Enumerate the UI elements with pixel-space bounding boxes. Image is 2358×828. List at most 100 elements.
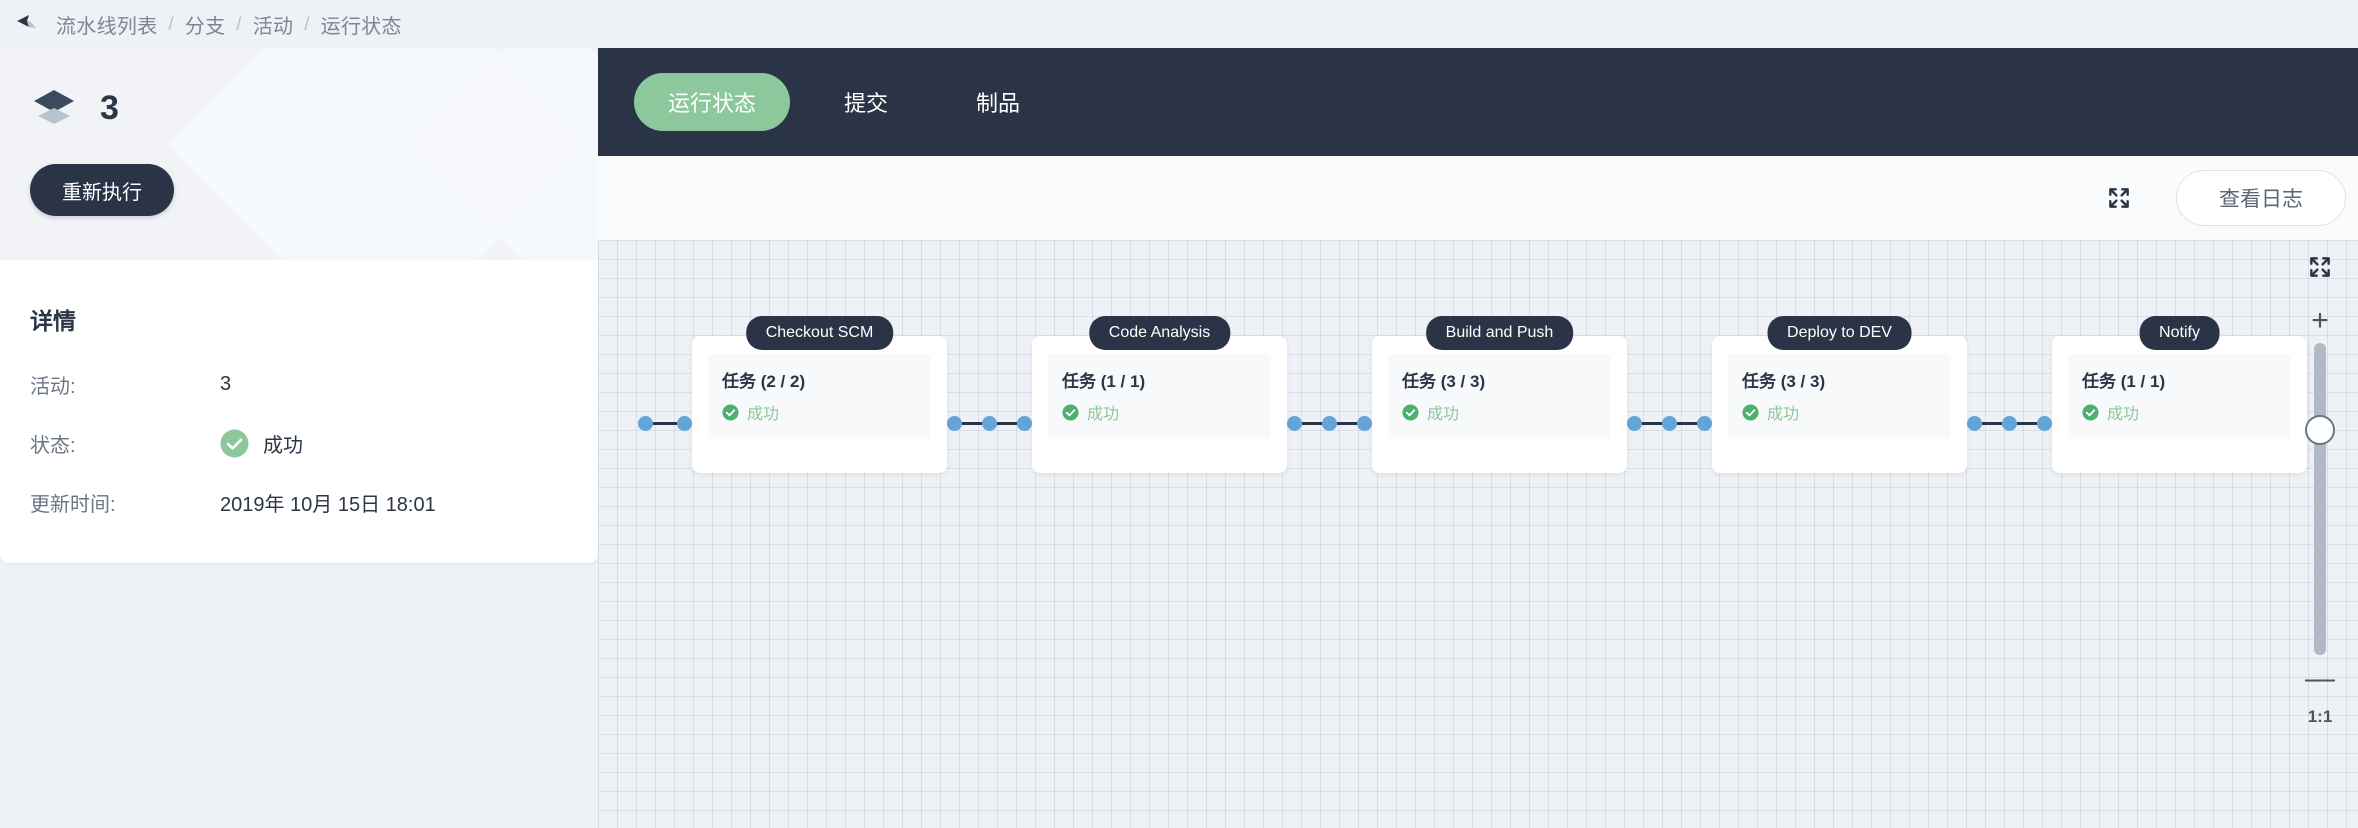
stage-card[interactable]: 任务 (3 / 3) 成功	[1712, 336, 1967, 473]
success-check-icon	[220, 429, 249, 458]
zoom-slider-handle[interactable]	[2305, 415, 2335, 445]
back-arrow-icon[interactable]	[14, 11, 40, 37]
connector-2	[1287, 318, 1372, 480]
stage-deploy-to-dev[interactable]: Deploy to DEV 任务 (3 / 3)	[1712, 316, 1967, 473]
connector-segment	[1982, 421, 2002, 425]
job-box[interactable]: 任务 (1 / 1) 成功	[1048, 354, 1271, 439]
breadcrumb-item-2[interactable]: 活动	[252, 15, 294, 38]
zoom-in-button[interactable]: +	[2311, 304, 2329, 337]
detail-label-updated: 更新时间:	[30, 494, 116, 516]
connector-segment	[2017, 421, 2037, 425]
connector-segment	[1302, 421, 1322, 425]
connector-dot	[1357, 415, 1372, 431]
connector-dot	[638, 415, 653, 431]
run-header-row: 3	[30, 84, 568, 132]
breadcrumb-item-0[interactable]: 流水线列表	[56, 15, 158, 38]
run-summary-header: 3 重新执行	[0, 48, 598, 260]
status-badge: 成功	[263, 435, 303, 457]
main-pane: 运行状态 提交 制品 查看日志	[598, 48, 2358, 828]
breadcrumb-separator-2: /	[304, 13, 310, 34]
stage-row: Checkout SCM 任务 (2 / 2)	[638, 316, 2307, 480]
breadcrumb-separator-1: /	[236, 13, 242, 34]
detail-label-activity: 活动:	[30, 376, 76, 398]
job-title: 任务 (2 / 2)	[722, 372, 806, 391]
detail-value-activity: 3	[220, 373, 232, 395]
connector-segment	[653, 421, 677, 425]
stage-card[interactable]: 任务 (1 / 1) 成功	[2052, 336, 2307, 473]
stage-checkout-scm[interactable]: Checkout SCM 任务 (2 / 2)	[692, 316, 947, 473]
job-title: 任务 (3 / 3)	[1742, 372, 1826, 391]
connector-dot	[1662, 415, 1677, 431]
breadcrumb: 流水线列表 / 分支 / 活动 / 运行状态	[56, 10, 402, 39]
connector-segment	[1677, 421, 1697, 425]
connector-dot	[2037, 415, 2052, 431]
stage-card[interactable]: 任务 (2 / 2) 成功	[692, 336, 947, 473]
connector-dot	[677, 415, 692, 431]
job-box[interactable]: 任务 (1 / 1) 成功	[2068, 354, 2291, 439]
job-status-text: 成功	[2107, 406, 2140, 423]
stage-label: Build and Push	[1425, 316, 1574, 350]
tab-artifacts[interactable]: 制品	[976, 91, 1021, 116]
stage-label: Checkout SCM	[745, 316, 894, 350]
pipeline-graph[interactable]: Checkout SCM 任务 (2 / 2)	[598, 240, 2358, 828]
job-title: 任务 (3 / 3)	[1402, 372, 1486, 391]
zoom-out-button[interactable]: —	[2305, 662, 2335, 695]
page-body: 3 重新执行 详情 活动: 3 状态:	[0, 48, 2358, 828]
stage-card[interactable]: 任务 (1 / 1) 成功	[1032, 336, 1287, 473]
connector-dot	[2002, 415, 2017, 431]
connector-dot	[1322, 415, 1337, 431]
expand-icon[interactable]	[2307, 254, 2333, 285]
connector-0	[638, 318, 692, 480]
stage-card[interactable]: 任务 (3 / 3) 成功	[1372, 336, 1627, 473]
job-status-text: 成功	[1767, 406, 1800, 423]
success-check-icon	[1402, 403, 1419, 421]
connector-4	[1967, 318, 2052, 480]
details-panel: 详情 活动: 3 状态: 成功	[0, 260, 598, 563]
connector-dot	[1017, 415, 1032, 431]
job-box[interactable]: 任务 (3 / 3) 成功	[1388, 354, 1611, 439]
connector-1	[947, 318, 1032, 480]
connector-dot	[1627, 415, 1642, 431]
job-status: 成功	[1402, 400, 1597, 424]
stage-label: Code Analysis	[1088, 316, 1231, 350]
connector-dot	[1287, 415, 1302, 431]
breadcrumb-separator-0: /	[168, 13, 174, 34]
run-summary-card: 3 重新执行 详情 活动: 3 状态:	[0, 48, 598, 563]
detail-row-activity: 活动: 3	[30, 370, 568, 399]
job-status-text: 成功	[1087, 406, 1120, 423]
job-status: 成功	[722, 400, 917, 424]
expand-icon[interactable]	[2102, 181, 2136, 215]
success-check-icon	[1742, 403, 1759, 421]
layers-icon	[30, 84, 78, 132]
stage-build-and-push[interactable]: Build and Push 任务 (3 / 3)	[1372, 316, 1627, 473]
stage-label: Deploy to DEV	[1767, 316, 1912, 350]
job-title: 任务 (1 / 1)	[2082, 372, 2166, 391]
connector-dot	[947, 415, 962, 431]
tab-commits[interactable]: 提交	[844, 91, 889, 116]
connector-segment	[962, 421, 982, 425]
breadcrumb-item-3[interactable]: 运行状态	[320, 15, 402, 38]
breadcrumb-bar: 流水线列表 / 分支 / 活动 / 运行状态	[0, 0, 2358, 48]
pipeline-canvas-wrap: 查看日志 Checkout SCM	[598, 156, 2358, 828]
detail-value-status: 成功	[220, 429, 303, 458]
view-log-button[interactable]: 查看日志	[2176, 170, 2346, 226]
job-title: 任务 (1 / 1)	[1062, 372, 1146, 391]
job-status: 成功	[1062, 400, 1257, 424]
job-box[interactable]: 任务 (3 / 3) 成功	[1728, 354, 1951, 439]
zoom-controls: + — 1:1	[2298, 254, 2342, 727]
tab-run-status[interactable]: 运行状态	[634, 73, 791, 131]
details-title: 详情	[30, 308, 76, 334]
stage-notify[interactable]: Notify 任务 (1 / 1)	[2052, 316, 2307, 473]
zoom-slider[interactable]	[2305, 343, 2335, 655]
stage-code-analysis[interactable]: Code Analysis 任务 (1 / 1)	[1032, 316, 1287, 473]
job-box[interactable]: 任务 (2 / 2) 成功	[708, 354, 931, 439]
breadcrumb-item-1[interactable]: 分支	[184, 15, 226, 38]
run-number: 3	[100, 89, 119, 127]
job-status: 成功	[1742, 400, 1937, 424]
connector-segment	[1642, 421, 1662, 425]
connector-dot	[1967, 415, 1982, 431]
rerun-button[interactable]: 重新执行	[30, 164, 174, 216]
job-status-text: 成功	[1427, 406, 1460, 423]
zoom-ratio-label[interactable]: 1:1	[2307, 707, 2333, 726]
connector-3	[1627, 318, 1712, 480]
